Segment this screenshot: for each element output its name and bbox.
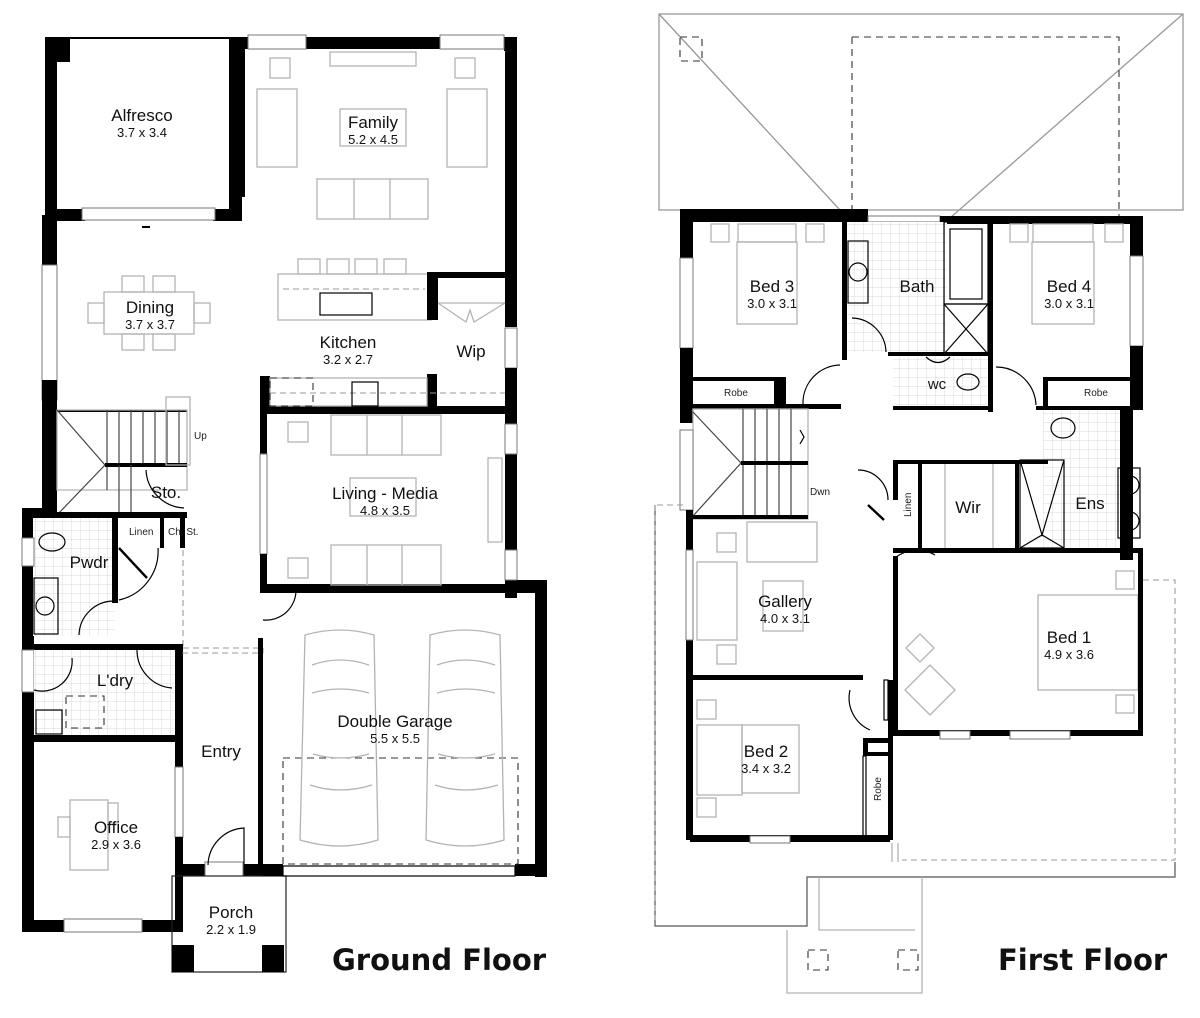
room-living-media: Living - Media 4.8 x 3.5 — [332, 484, 438, 518]
ground-floor-title: Ground Floor — [332, 943, 547, 977]
room-name: Bed 4 — [1046, 277, 1092, 296]
room-name: Wir — [955, 498, 981, 517]
room-laundry: L'dry — [97, 671, 133, 690]
room-bath: Bath — [900, 277, 935, 296]
room-kitchen: Kitchen 3.2 x 2.7 — [320, 333, 377, 367]
room-name: Porch — [208, 903, 254, 922]
stairs-up-label: Up — [194, 431, 207, 442]
linen-label: Linen — [129, 527, 154, 538]
room-name: wc — [927, 376, 947, 393]
stairs-down-label: Dwn — [810, 487, 831, 498]
room-entry: Entry — [201, 742, 241, 761]
robe-label-bed-4: Robe — [1084, 388, 1108, 399]
room-name: Entry — [201, 742, 241, 761]
room-dims: 3.0 x 3.1 — [747, 296, 797, 311]
room-name: Office — [93, 818, 139, 837]
room-name: Bed 2 — [743, 742, 789, 761]
room-name: Kitchen — [319, 333, 377, 352]
room-name: Living - Media — [332, 484, 438, 503]
room-porch: Porch 2.2 x 1.9 — [206, 903, 256, 937]
room-storage: Sto. — [151, 483, 181, 502]
room-name: Bed 3 — [749, 277, 795, 296]
room-name: L'dry — [96, 671, 134, 690]
room-family: Family 5.2 x 4.5 — [348, 113, 398, 147]
room-dims: 3.7 x 3.4 — [117, 125, 167, 140]
room-name: Gallery — [758, 592, 812, 611]
room-dims: 3.0 x 3.1 — [1044, 296, 1094, 311]
room-bed-2: Bed 2 3.4 x 3.2 — [741, 742, 791, 776]
room-dining: Dining 3.7 x 3.7 — [125, 298, 175, 332]
room-dims: 4.9 x 3.6 — [1044, 647, 1094, 662]
room-dims: 3.4 x 3.2 — [741, 761, 791, 776]
room-bed-1: Bed 1 4.9 x 3.6 — [1044, 628, 1094, 662]
room-name: Dining — [125, 298, 175, 317]
room-name: Sto. — [150, 483, 182, 502]
room-wir: Wir — [955, 498, 980, 517]
room-name: Double Garage — [337, 712, 453, 731]
room-wip: Wip — [456, 342, 485, 361]
room-dims: 3.7 x 3.7 — [125, 317, 175, 332]
room-bed-4: Bed 4 3.0 x 3.1 — [1044, 277, 1094, 311]
room-wc: wc — [928, 375, 946, 394]
room-dims: 2.2 x 1.9 — [206, 922, 256, 937]
room-bed-3: Bed 3 3.0 x 3.1 — [747, 277, 797, 311]
room-name: Family — [347, 113, 399, 132]
first-floor-plan — [654, 13, 1184, 994]
robe-label-bed-3: Robe — [724, 388, 748, 399]
room-name: Bath — [899, 277, 935, 296]
room-double-garage: Double Garage 5.5 x 5.5 — [337, 712, 452, 746]
ground-floor-plan — [21, 34, 547, 973]
room-name: Bed 1 — [1046, 628, 1092, 647]
room-name: Alfresco — [111, 106, 173, 125]
room-dims: 5.5 x 5.5 — [370, 731, 420, 746]
room-name: Ens — [1075, 494, 1105, 513]
cheque-storage-label: Ch. St. — [168, 527, 199, 538]
room-dims: 3.2 x 2.7 — [323, 352, 373, 367]
robe-label-bed-2: Robe — [873, 777, 884, 801]
room-name: Wip — [456, 342, 486, 361]
room-dims: 4.8 x 3.5 — [360, 503, 410, 518]
room-alfresco: Alfresco 3.7 x 3.4 — [111, 106, 172, 140]
room-dims: 5.2 x 4.5 — [348, 132, 398, 147]
linen-label-first: Linen — [903, 492, 914, 517]
room-office: Office 2.9 x 3.6 — [91, 818, 141, 852]
room-name: Pwdr — [69, 553, 109, 572]
room-ensuite: Ens — [1075, 494, 1104, 513]
room-gallery: Gallery 4.0 x 3.1 — [758, 592, 812, 626]
room-dims: 4.0 x 3.1 — [760, 611, 810, 626]
first-floor-title: First Floor — [998, 943, 1168, 977]
room-powder: Pwdr — [70, 553, 109, 572]
room-dims: 2.9 x 3.6 — [91, 837, 141, 852]
